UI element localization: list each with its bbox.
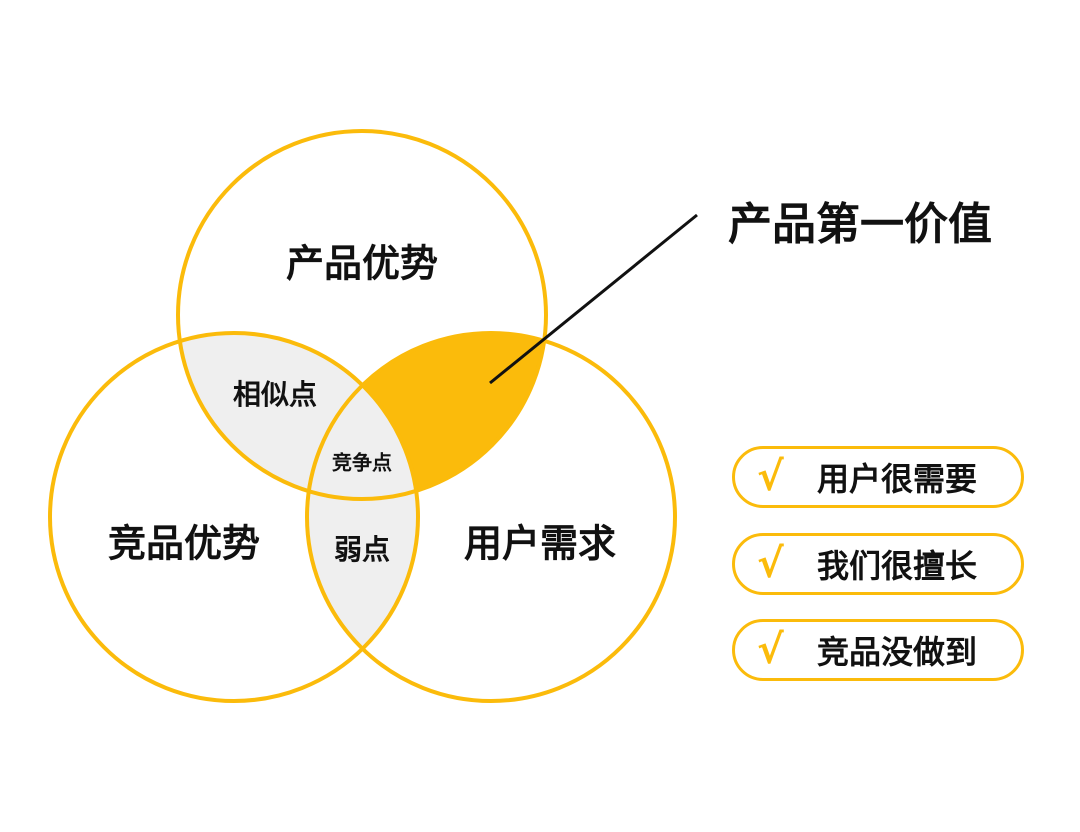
checklist-label: 我们很擅长 — [817, 547, 978, 585]
callout-title: 产品第一价值 — [728, 199, 992, 250]
checklist-label: 用户很需要 — [817, 460, 978, 498]
check-icon: √ — [757, 541, 784, 587]
checklist-item: √ 我们很擅长 — [732, 533, 1024, 595]
competitor-advantage-circle — [48, 331, 420, 703]
check-icon: √ — [757, 627, 784, 673]
similarity-label: 相似点 — [232, 378, 318, 411]
product-advantage-label: 产品优势 — [285, 241, 439, 286]
first-value-region — [307, 333, 546, 499]
product-advantage-circle — [176, 129, 548, 501]
user-need-label: 用户需求 — [463, 521, 617, 566]
callout-line — [489, 213, 698, 385]
checklist-item: √ 用户很需要 — [732, 446, 1024, 508]
competitor-advantage-label: 竞品优势 — [107, 521, 261, 566]
similarity-region — [178, 333, 418, 499]
weakness-label: 弱点 — [333, 533, 391, 566]
checklist-label: 竞品没做到 — [817, 633, 978, 671]
competition-label: 竞争点 — [332, 450, 392, 475]
checklist-item: √ 竞品没做到 — [732, 619, 1024, 681]
check-icon: √ — [757, 454, 784, 500]
user-need-circle — [305, 331, 677, 703]
